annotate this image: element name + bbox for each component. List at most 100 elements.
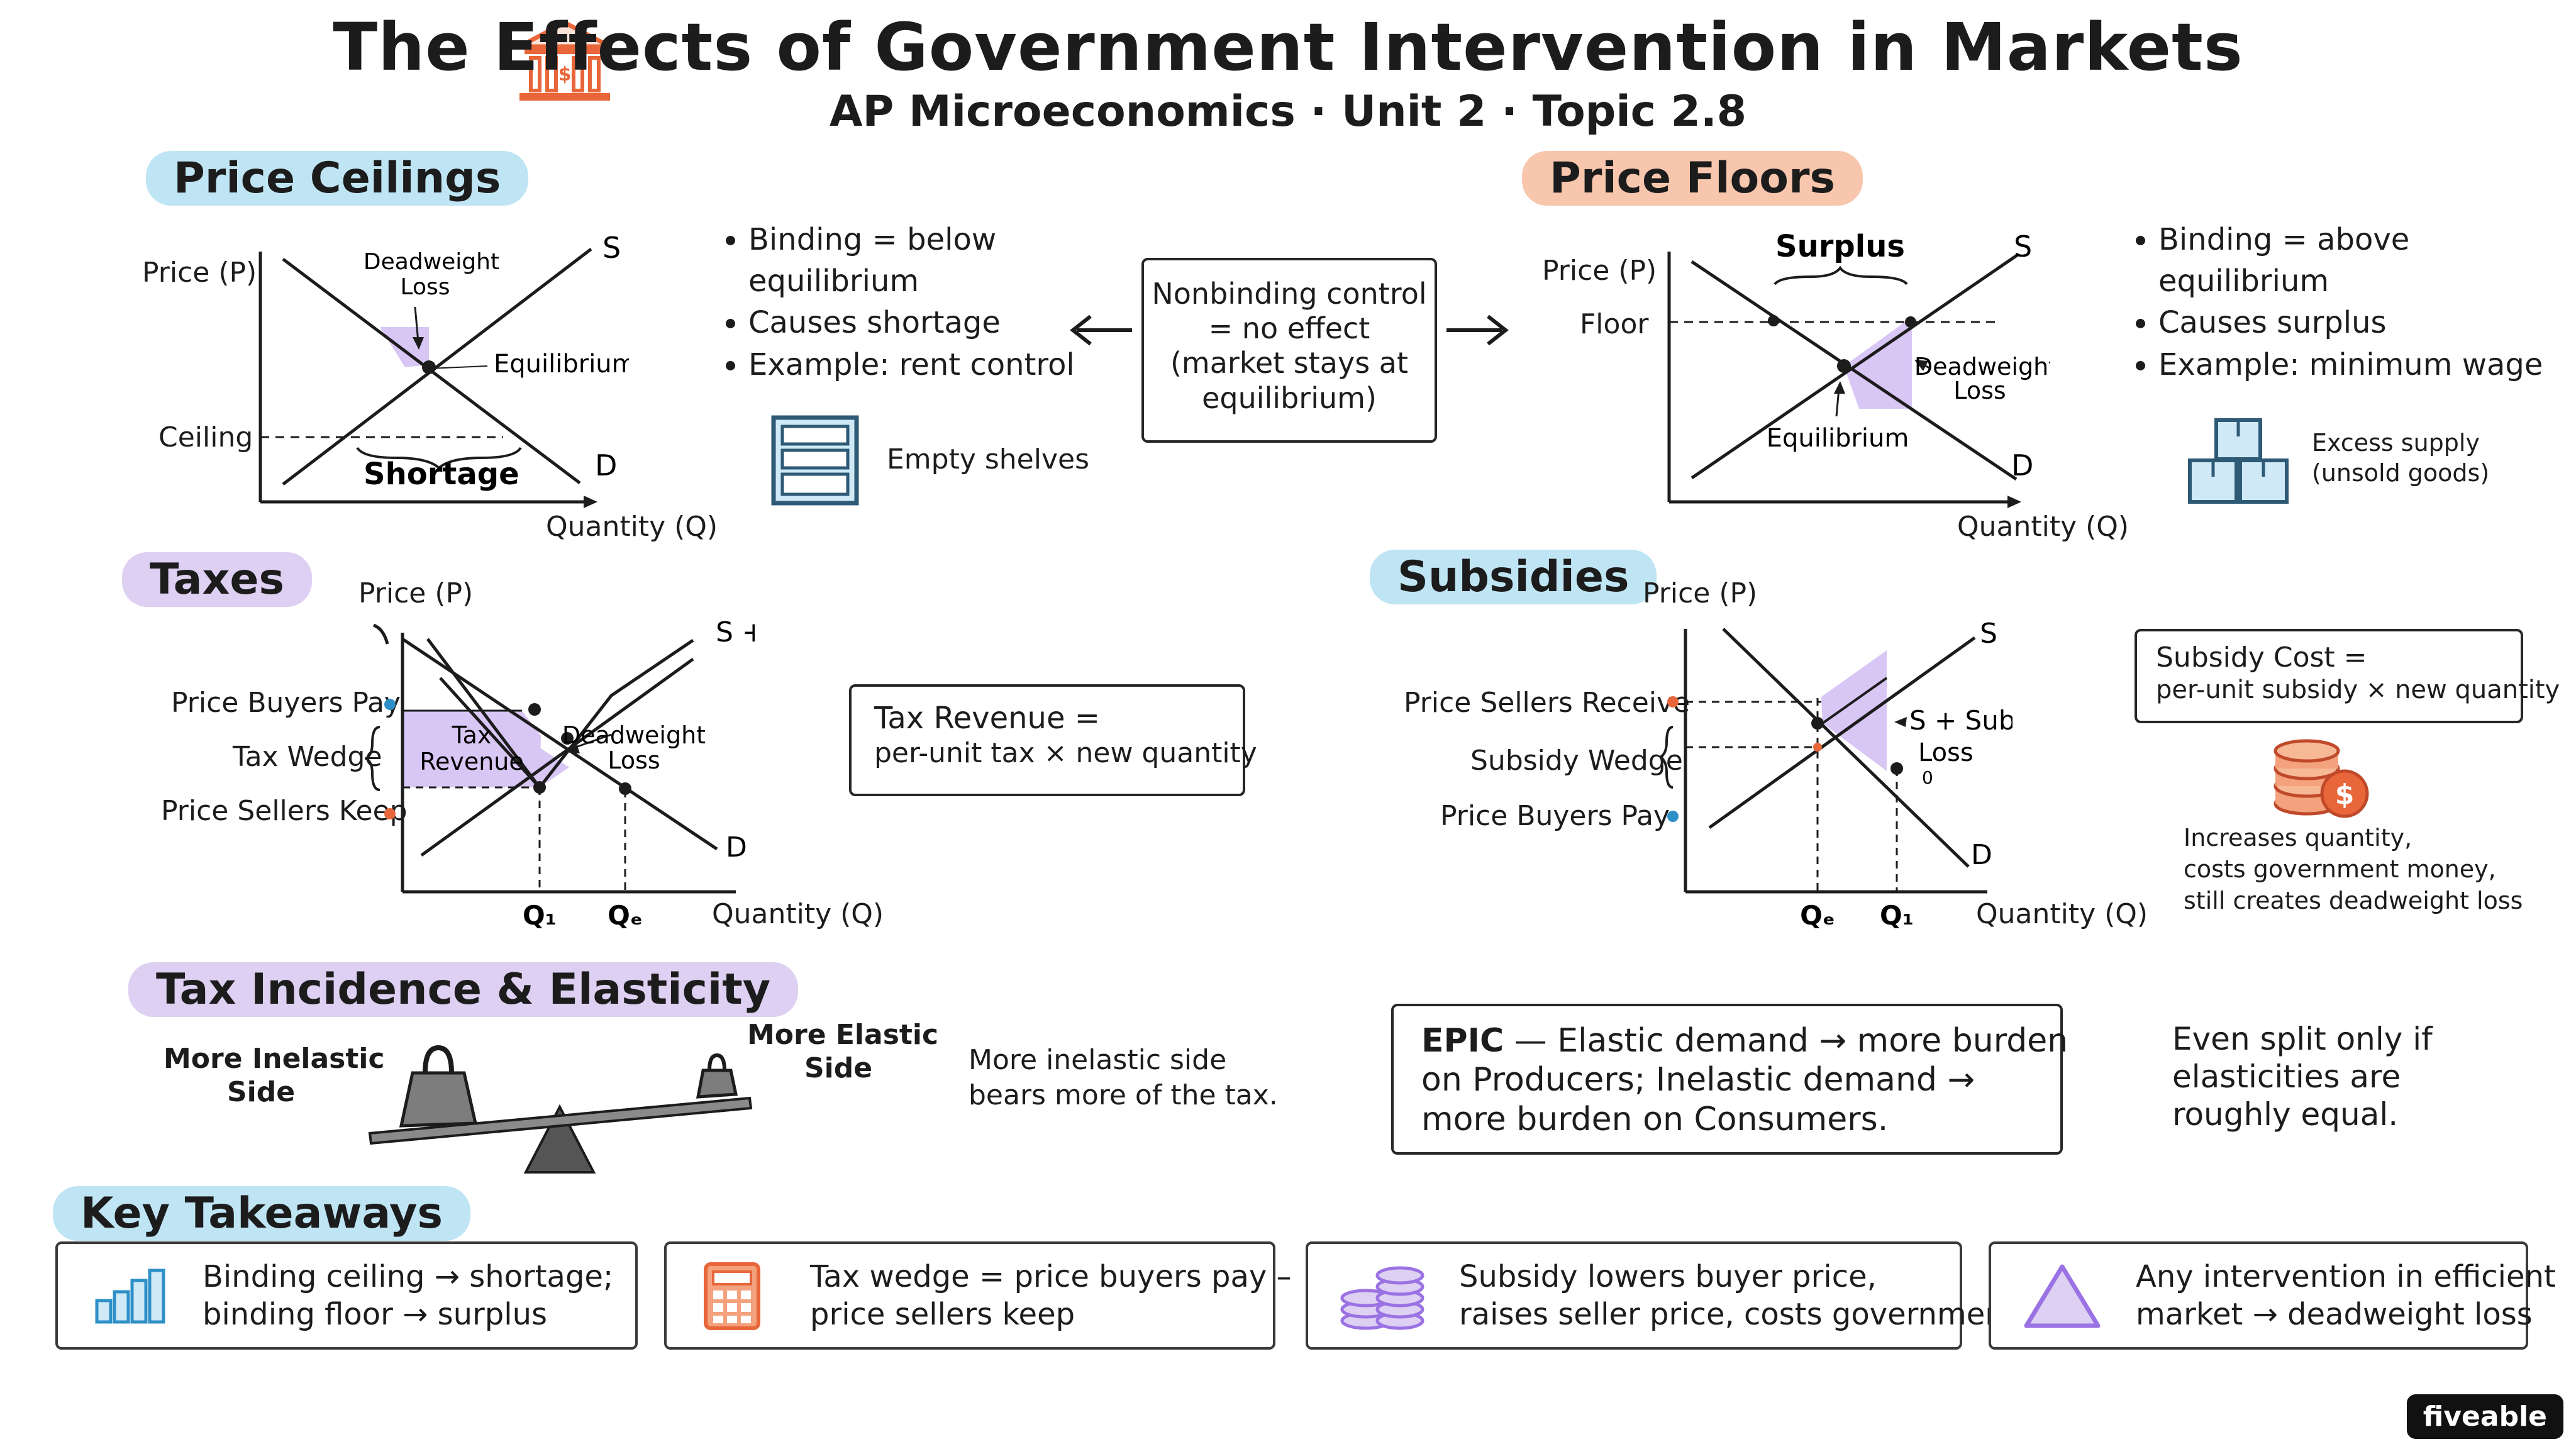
triangle-icon [2021, 1262, 2103, 1333]
ceiling-supply-label: S [602, 231, 621, 265]
floor-dwl-label-2: Loss [1953, 377, 2006, 404]
bar-chart-icon [93, 1267, 169, 1327]
epic-line-text: — Elastic demand → more burden [1504, 1022, 2068, 1060]
more-elastic-line: More Elastic [747, 1019, 939, 1051]
subsidy-demand-label: D [1971, 839, 1992, 871]
more-elastic-label: More Elastic Side [747, 1019, 939, 1085]
ceiling-deadweight-loss-area [380, 327, 429, 367]
boxes-icon [2186, 415, 2290, 509]
sellers-receive-dot [1667, 696, 1679, 708]
svg-text:$: $ [558, 64, 572, 86]
more-inelastic-line: More Inelastic [164, 1043, 385, 1075]
calculator-icon [702, 1262, 762, 1333]
floor-deadweight-loss-area [1844, 317, 1912, 409]
takeaway-line: Tax wedge = price buyers pay – [810, 1259, 1292, 1294]
floor-equilibrium-point [1837, 359, 1851, 373]
takeaway-card: Subsidy lowers buyer price, raises selle… [1306, 1241, 2016, 1350]
surplus-brace [1774, 265, 1908, 286]
subsidy-demand-curve [1722, 628, 1970, 868]
floor-bullet: Example: minimum wage [2158, 344, 2573, 386]
tax-revenue-area [402, 711, 541, 787]
tax-dwl-label-1: Deadweight [562, 721, 706, 749]
tax-incidence-heading: Tax Incidence & Elasticity [128, 962, 799, 1017]
even-split-line: Even split only if [2172, 1021, 2433, 1057]
takeaway-card: Any intervention in efficient market → d… [1989, 1241, 2556, 1350]
price-floor-graph: Surplus S D Deadweight Loss Equilibrium [1667, 229, 2050, 508]
price-sellers-keep-label: Price Sellers Keep [161, 795, 408, 827]
tax-revenue-formula-box: Tax Revenue = per-unit tax × new quantit… [849, 684, 1257, 796]
sellers-price-dot [384, 808, 396, 819]
floor-bullets: Binding = above equilibrium Causes surpl… [2127, 219, 2573, 386]
floor-dwl-label-1: Deadweight [1914, 353, 2050, 380]
coins-dollar-icon: $ [2270, 737, 2371, 824]
ceiling-y-axis-label: Price (P) [142, 257, 257, 289]
floor-supply-label: S [2014, 230, 2032, 264]
subsidy-y-axis-label: Price (P) [1643, 577, 1758, 609]
floor-x-axis-label: Quantity (Q) [1957, 511, 2129, 543]
ceiling-x-axis-label: Quantity (Q) [546, 511, 718, 543]
taxes-heading: Taxes [122, 552, 312, 607]
key-takeaways-heading: Key Takeaways [53, 1186, 470, 1241]
ceiling-line-label: Ceiling [158, 421, 253, 453]
epic-line: EPIC — Elastic demand → more burden [1421, 1021, 2068, 1060]
ceiling-bullet: Causes shortage [748, 302, 1126, 343]
tax-revenue-label-1: Tax [452, 721, 492, 749]
nonbinding-line: Nonbinding control [1152, 277, 1427, 311]
subsidy-supply-label: S [1980, 618, 1997, 650]
price-sellers-receive-label: Price Sellers Receive [1404, 687, 1690, 719]
price-floors-heading: Price Floors [1522, 151, 1863, 206]
subsidy-loss-label: Loss [1918, 738, 1974, 767]
ceiling-bullet: Binding = below equilibrium [748, 219, 1126, 302]
ceiling-bullets: Binding = below equilibrium Causes short… [717, 219, 1126, 386]
empty-shelves-caption: Empty shelves [887, 443, 1090, 475]
tax-demand-label: D [726, 831, 747, 863]
supply-plus-tax-label: S + Tax [716, 616, 755, 648]
epic-line: more burden on Consumers. [1421, 1100, 1889, 1138]
inelastic-bears-line: More inelastic side [969, 1044, 1227, 1076]
nonbinding-line: equilibrium) [1202, 380, 1377, 415]
more-inelastic-label: More Inelastic Side [164, 1043, 385, 1109]
tax-x-axis-label: Quantity (Q) [712, 898, 884, 930]
subsidy-cost-formula-box: Subsidy Cost = per-unit subsidy × new qu… [2135, 629, 2560, 723]
tax-deadweight-loss-area [522, 736, 569, 787]
floor-demand-curve [1690, 260, 2018, 481]
right-arrow-icon [1446, 314, 1509, 346]
subsidy-supply-plus-subsidy-curve [1821, 677, 1888, 724]
price-ceilings-heading: Price Ceilings [146, 151, 529, 206]
subsidy-q1-label: Q₁ [1880, 900, 1914, 931]
floor-line-label: Floor [1580, 308, 1649, 340]
takeaway-line: Any intervention in efficient [2136, 1259, 2556, 1294]
more-inelastic-line: Side [226, 1075, 296, 1108]
ceiling-bullet: Example: rent control [748, 344, 1126, 386]
subsidy-loss-mark: 0 [1922, 767, 1933, 788]
floor-equilibrium-label: Equilibrium [1767, 424, 1909, 453]
surplus-label: Surplus [1775, 229, 1905, 264]
left-arrow-icon [1070, 314, 1132, 346]
subsidy-deadweight-loss-area [1821, 650, 1887, 771]
floor-supply-curve [1690, 252, 2020, 480]
epic-line: on Producers; Inelastic demand → [1421, 1061, 1975, 1099]
takeaway-line: Subsidy lowers buyer price, [1459, 1259, 1877, 1294]
subsidy-note-line: still creates deadweight loss [2184, 887, 2523, 914]
coin-stack-icon [1338, 1259, 1426, 1336]
svg-text:$: $ [2335, 779, 2355, 811]
tax-y-axis-label: Price (P) [358, 577, 474, 609]
tax-dwl-label-2: Loss [608, 747, 660, 774]
ceiling-equilibrium-point [422, 360, 436, 374]
shortage-label: Shortage [364, 457, 519, 492]
tax-qe-label: Qₑ [608, 900, 643, 931]
takeaway-line: raises seller price, costs government [1459, 1297, 2016, 1332]
nonbinding-control-box: Nonbinding control = no effect (market s… [1141, 258, 1437, 443]
subsidy-price-buyers-pay-label: Price Buyers Pay [1440, 800, 1670, 832]
page-subtitle: AP Microeconomics · Unit 2 · Topic 2.8 [829, 87, 1747, 136]
price-buyers-pay-label: Price Buyers Pay [171, 687, 401, 719]
bank-building-icon: $ [514, 19, 615, 109]
tax-supply-plus-tax-curve [426, 638, 541, 789]
takeaway-line: binding floor → surplus [203, 1297, 548, 1332]
nonbinding-line: (market stays at [1170, 346, 1409, 380]
subsidy-graph: S S + Subsidy Loss 0 D Qₑ Q₁ [1660, 618, 2012, 931]
takeaway-card: Binding ceiling → shortage; binding floo… [55, 1241, 638, 1350]
tax-supply-curve [420, 657, 694, 857]
tax-formula-line: Tax Revenue = [874, 701, 1100, 736]
unsold-goods-label: (unsold goods) [2312, 459, 2490, 487]
